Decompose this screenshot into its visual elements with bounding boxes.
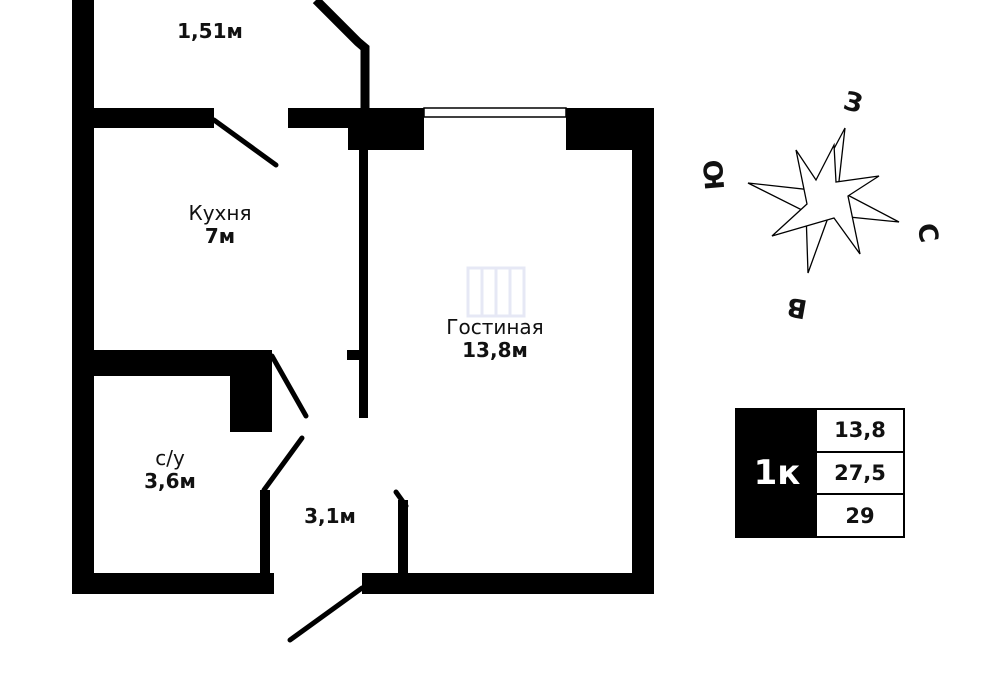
- balcony-wall: [312, 0, 370, 110]
- balcony-area: 1,51м: [177, 19, 243, 43]
- living-area: 13,8м: [462, 338, 528, 362]
- doors: [211, 117, 409, 643]
- compass-east-letter: В: [784, 290, 810, 324]
- living-area-cell: 13,8: [817, 410, 903, 453]
- walls: [72, 0, 654, 594]
- living-window: [423, 107, 567, 118]
- wall-bottom-left: [72, 573, 274, 594]
- balcony-label: 1,51м: [150, 20, 270, 43]
- bathroom-door-lower: [261, 435, 305, 493]
- hall-door-right: [393, 489, 409, 509]
- wall-shaft: [230, 360, 272, 432]
- window-frame: [423, 107, 567, 118]
- kitchen-name: Кухня: [188, 201, 252, 225]
- wall-left: [72, 0, 94, 594]
- compass-north-letter: С: [910, 220, 944, 246]
- hall-area: 3,1м: [304, 504, 356, 528]
- compass-rose: [747, 127, 900, 274]
- bathroom-door-upper: [269, 353, 309, 419]
- bathroom-area: 3,6м: [144, 469, 196, 493]
- kitchen-area: 7м: [204, 224, 236, 248]
- entrance-door: [287, 585, 365, 643]
- compass-star-minor: [771, 142, 880, 255]
- compass-south-letter: Ю: [698, 158, 732, 192]
- total-area-cell: 27,5: [817, 453, 903, 496]
- wall-right: [632, 108, 654, 594]
- balcony-outline: [312, 0, 370, 110]
- wall-kitchen-top-left: [72, 108, 214, 128]
- apartment-summary-table: 1к 13,8 27,5 29: [735, 408, 905, 538]
- wall-stub: [347, 350, 361, 360]
- wall-bottom-right: [362, 573, 654, 594]
- bathroom-label: с/у 3,6м: [110, 447, 230, 493]
- wall-bathroom-right: [260, 490, 270, 594]
- rooms-count-cell: 1к: [737, 410, 817, 536]
- living-name: Гостиная: [446, 315, 544, 339]
- living-label: Гостиная 13,8м: [420, 316, 570, 362]
- wall-hall-right: [398, 500, 408, 580]
- bathroom-name: с/у: [155, 446, 185, 470]
- hall-label: 3,1м: [280, 505, 380, 528]
- wall-kitchen-top-right: [288, 108, 350, 128]
- wall-top-pillar-right: [566, 108, 654, 150]
- kitchen-label: Кухня 7м: [160, 202, 280, 248]
- wall-partition-kitchen-living: [359, 128, 368, 418]
- kitchen-door: [211, 117, 279, 168]
- watermark-icon: [466, 266, 526, 318]
- floor-area-cell: 29: [845, 503, 875, 528]
- area-values: 13,8 27,5 29: [817, 410, 903, 536]
